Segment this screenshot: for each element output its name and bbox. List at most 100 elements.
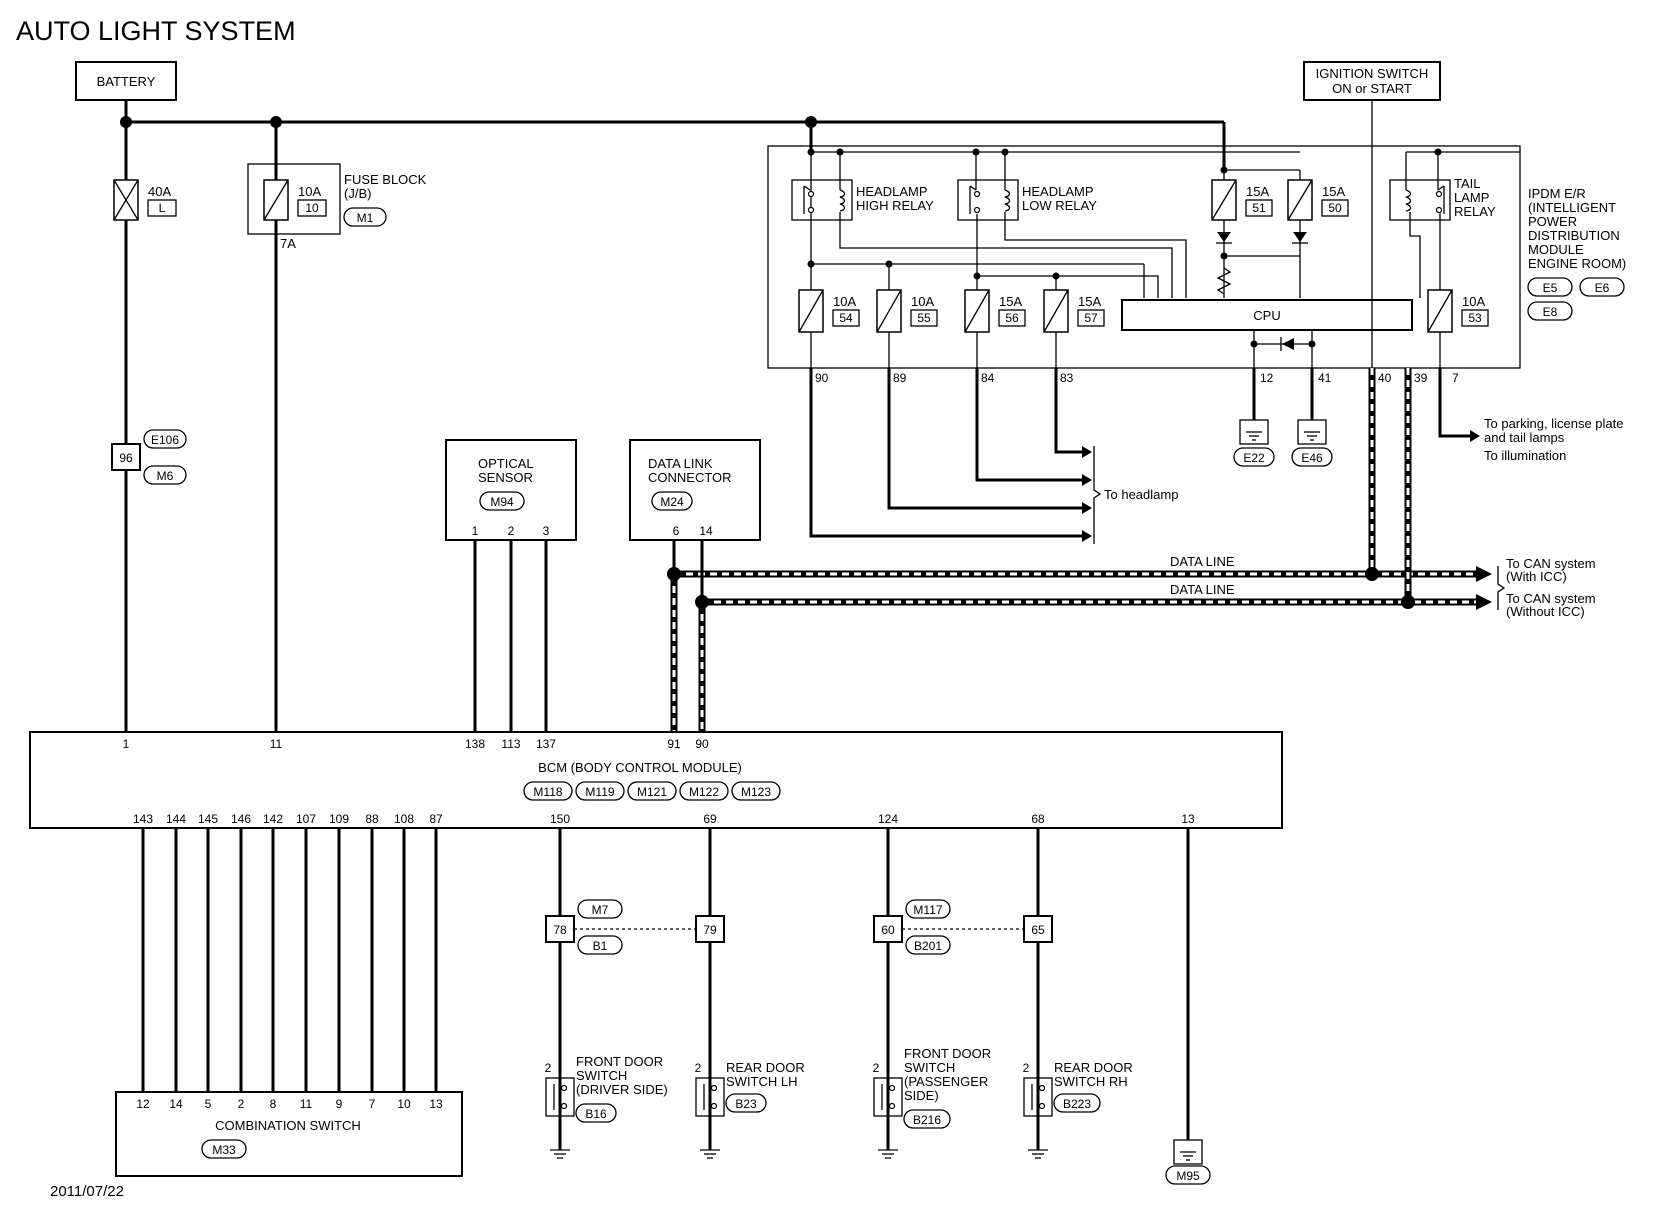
ipdm-cpu <box>1121 299 1413 331</box>
dlc-pin-6: 6 <box>673 524 680 538</box>
wire-headlamp-83 <box>1054 368 1082 454</box>
ipdm-label-1: IPDM E/R <box>1528 186 1586 201</box>
ipdm-terminal-89: 89 <box>893 371 907 385</box>
connector-m6: M6 <box>157 469 174 483</box>
ignition-label-2: ON or START <box>1332 81 1412 96</box>
ipdm-terminal-83: 83 <box>1060 371 1074 385</box>
door-switch-b16: 2 <box>545 1061 575 1159</box>
can-line-no-icc <box>698 368 1476 732</box>
junction-dot <box>805 116 817 128</box>
fuse-40a-id: L <box>159 201 166 215</box>
ipdm-label-4: DISTRIBUTION <box>1528 228 1620 243</box>
ipdm-terminal-12: 12 <box>1260 371 1274 385</box>
fuse-55-id: 55 <box>917 311 931 325</box>
combo-pin-10: 10 <box>397 1097 411 1111</box>
combination-switch-box <box>115 1091 463 1177</box>
to-parking-label-1: To parking, license plate <box>1484 416 1623 431</box>
bcm-top-pin-11: 11 <box>270 737 283 751</box>
junction-dot <box>695 595 709 609</box>
data-line-label-1: DATA LINE <box>1170 554 1235 569</box>
ipdm-terminal-90: 90 <box>815 371 829 385</box>
battery-box <box>75 61 177 101</box>
low-relay-label-1: HEADLAMP <box>1022 184 1094 199</box>
joint-connector-65 <box>1023 915 1053 943</box>
fuse-51-id: 51 <box>1252 201 1266 215</box>
to-can-icc-2: (With ICC) <box>1506 569 1567 584</box>
fuse-55-rating: 10A <box>911 294 934 309</box>
bcm-connector-m121: M121 <box>637 785 667 799</box>
combo-pin-7: 7 <box>369 1097 376 1111</box>
headlamp-low-relay <box>957 179 1019 221</box>
to-can-icc-1: To CAN system <box>1506 556 1596 571</box>
bcm-bottom-pin-109: 109 <box>329 812 349 826</box>
door-driver-connector: B16 <box>585 1107 607 1121</box>
ground-m95-label: M95 <box>1176 1169 1200 1183</box>
door-rear-lh-connector: B23 <box>735 1097 757 1111</box>
fuse-51-rating: 15A <box>1246 184 1269 199</box>
ipdm-connector-e5: E5 <box>1543 281 1558 295</box>
battery-label: BATTERY <box>97 74 156 89</box>
connector-m117: M117 <box>913 903 942 917</box>
fuse-block-label-2: (J/B) <box>344 186 371 201</box>
bcm-bottom-pin-144: 144 <box>166 812 186 826</box>
door-driver-label-1: FRONT DOOR <box>576 1054 663 1069</box>
bcm-bottom-pin-88: 88 <box>365 812 379 826</box>
joint-pin-60: 60 <box>881 923 895 937</box>
ground-e46-symbol <box>1297 419 1327 445</box>
combo-pin-2: 2 <box>238 1097 245 1111</box>
optical-pin-3: 3 <box>543 524 550 538</box>
high-relay-label-2: HIGH RELAY <box>856 198 934 213</box>
ipdm-connector-e6: E6 <box>1595 281 1610 295</box>
joint-connector-79 <box>695 915 725 943</box>
combo-pin-5: 5 <box>205 1097 212 1111</box>
inline-connector-96 <box>111 443 141 471</box>
door-driver-label-2: SWITCH <box>576 1068 627 1083</box>
dlc-label-2: CONNECTOR <box>648 470 732 485</box>
fuse-56 <box>964 289 990 333</box>
door-switch-pin: 2 <box>695 1061 702 1075</box>
high-relay-label-1: HEADLAMP <box>856 184 928 199</box>
ipdm-label-5: MODULE <box>1528 242 1584 257</box>
optical-sensor-connector: M94 <box>490 495 514 509</box>
door-passenger-label-3: (PASSENGER <box>904 1074 988 1089</box>
door-switch-pin: 2 <box>1023 1061 1030 1075</box>
bcm-bottom-pin-13: 13 <box>1181 812 1195 826</box>
connector-e106: E106 <box>151 433 179 447</box>
headlamp-high-relay <box>791 179 853 221</box>
optical-sensor-box <box>445 439 577 541</box>
ipdm-terminal-39: 39 <box>1414 371 1428 385</box>
door-switch-pin: 2 <box>873 1061 880 1075</box>
bcm-top-pin-138: 138 <box>465 737 485 751</box>
data-link-connector-box <box>629 439 761 541</box>
fuse-block-rating: 10A <box>298 184 321 199</box>
fuse-53 <box>1427 289 1453 333</box>
bcm-connector-m122: M122 <box>689 785 719 799</box>
junction-dot <box>120 116 132 128</box>
combo-pin-14: 14 <box>169 1097 183 1111</box>
to-parking-label-3: To illumination <box>1484 448 1566 463</box>
fuse-53-rating: 10A <box>1462 294 1485 309</box>
junction-dot <box>270 116 282 128</box>
to-can-noicc-1: To CAN system <box>1506 591 1596 606</box>
door-switch-pin: 2 <box>545 1061 552 1075</box>
door-rear-rh-label-2: SWITCH RH <box>1054 1074 1128 1089</box>
joint-pin-79: 79 <box>703 923 717 937</box>
fuse-block-terminal: 7A <box>280 236 296 251</box>
bcm-bottom-pin-107: 107 <box>296 812 316 826</box>
bcm-top-pin-137: 137 <box>536 737 556 751</box>
bcm-box <box>29 731 1283 829</box>
ipdm-label-6: ENGINE ROOM) <box>1528 256 1626 271</box>
bcm-top-pin-90: 90 <box>695 737 709 751</box>
wire-headlamp-89 <box>887 368 1082 510</box>
bcm-bottom-pin-146: 146 <box>231 812 251 826</box>
door-switches: 2 2 2 2 <box>545 1061 1053 1159</box>
bcm-bottom-pin-87: 87 <box>429 812 443 826</box>
bcm-connector-m119: M119 <box>585 785 614 799</box>
combo-pin-11: 11 <box>300 1097 313 1111</box>
fuse-50-id: 50 <box>1328 201 1342 215</box>
ignition-label-1: IGNITION SWITCH <box>1316 66 1429 81</box>
bcm-connector-m118: M118 <box>533 785 562 799</box>
connector-b1: B1 <box>593 939 608 953</box>
